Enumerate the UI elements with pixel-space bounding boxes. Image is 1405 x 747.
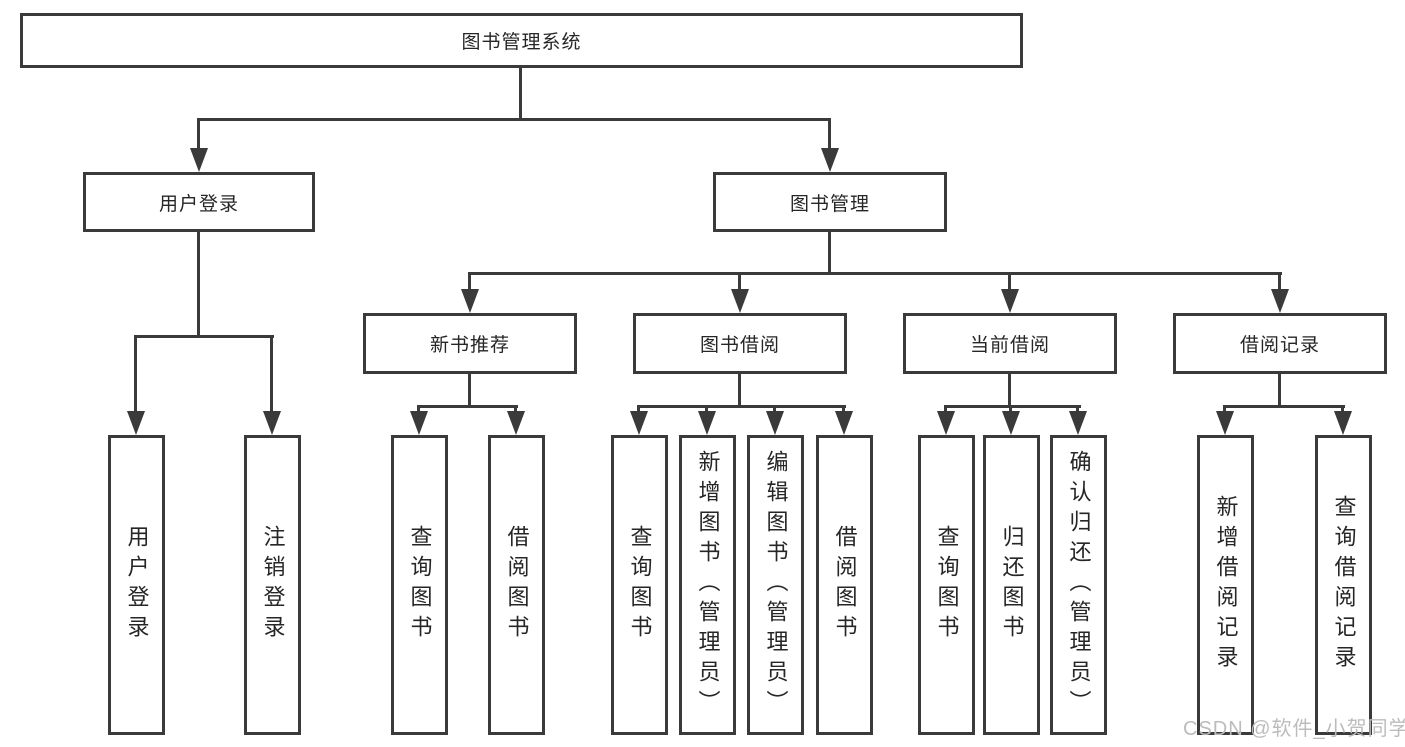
connector-line <box>842 405 845 414</box>
node-label: 归还图书 <box>999 525 1025 645</box>
node-label: 用户登录 <box>124 525 150 645</box>
connector-line <box>738 272 741 292</box>
connector-line <box>134 335 137 413</box>
arrow-down-icon <box>766 411 784 435</box>
connector-line <box>1009 405 1012 414</box>
connector-line <box>705 405 708 414</box>
node-label: 查询借阅记录 <box>1331 495 1357 675</box>
connector-line <box>828 118 831 151</box>
node-leaf-user-login: 用户登录 <box>108 435 165 735</box>
arrow-down-icon <box>835 411 853 435</box>
node-label: 新书推荐 <box>429 335 510 356</box>
arrow-down-icon <box>1069 411 1087 435</box>
connector-line <box>514 405 517 414</box>
arrow-down-icon <box>263 411 281 435</box>
connector-line <box>1341 405 1344 414</box>
node-leaf-query-books-recommend: 查询图书 <box>391 435 448 735</box>
node-label: 查询图书 <box>407 525 433 645</box>
node-current-borrowing: 当前借阅 <box>903 313 1117 374</box>
node-leaf-confirm-return-admin: 确认归还（管理员） <box>1050 435 1107 735</box>
node-label: 图书借阅 <box>699 335 780 356</box>
connector-line <box>134 335 274 338</box>
watermark-text: CSDN @软件_小贺同学 <box>1183 718 1405 740</box>
connector-line <box>828 230 831 275</box>
node-label: 借阅图书 <box>832 525 858 645</box>
node-leaf-borrow-books-recommend: 借阅图书 <box>488 435 545 735</box>
connector-line <box>270 335 273 413</box>
node-leaf-logout: 注销登录 <box>244 435 301 735</box>
arrow-down-icon <box>698 411 716 435</box>
connector-line <box>197 118 831 121</box>
arrow-down-icon <box>1002 411 1020 435</box>
connector-line <box>1223 405 1226 414</box>
connector-line <box>468 272 471 292</box>
node-borrowing-records: 借阅记录 <box>1173 313 1387 374</box>
connector-line <box>637 405 846 408</box>
node-leaf-add-book-admin: 新增图书（管理员） <box>679 435 736 735</box>
node-label: 注销登录 <box>260 525 286 645</box>
node-label: 新增借阅记录 <box>1213 495 1239 675</box>
node-label: 用户登录 <box>158 193 239 215</box>
arrow-down-icon <box>127 411 145 435</box>
arrow-down-icon <box>507 411 525 435</box>
arrow-down-icon <box>821 148 839 172</box>
node-label: 查询图书 <box>934 525 960 645</box>
node-user-login: 用户登录 <box>83 172 315 232</box>
connector-line <box>1008 372 1011 408</box>
connector-line <box>944 405 947 414</box>
connector-line <box>738 372 741 408</box>
connector-line <box>773 405 776 414</box>
node-leaf-add-borrow-record: 新增借阅记录 <box>1197 435 1254 735</box>
connector-line <box>468 372 471 408</box>
arrow-down-icon <box>190 148 208 172</box>
node-book-borrowing: 图书借阅 <box>633 313 847 374</box>
arrow-down-icon <box>1271 289 1289 313</box>
node-leaf-edit-book-admin: 编辑图书（管理员） <box>747 435 804 735</box>
node-label: 图书管理系统 <box>461 32 582 53</box>
connector-line <box>197 118 200 151</box>
node-new-book-recommend: 新书推荐 <box>363 313 577 374</box>
node-label: 借阅图书 <box>504 525 530 645</box>
node-book-management: 图书管理 <box>713 172 947 232</box>
arrow-down-icon <box>1216 411 1234 435</box>
connector-line <box>519 66 522 120</box>
arrow-down-icon <box>937 411 955 435</box>
node-leaf-return-books: 归还图书 <box>983 435 1040 735</box>
connector-line <box>637 405 640 414</box>
node-leaf-query-books-current: 查询图书 <box>918 435 975 735</box>
connector-line <box>944 405 1081 408</box>
arrow-down-icon <box>461 289 479 313</box>
node-leaf-query-books-borrowing: 查询图书 <box>611 435 668 735</box>
node-label: 查询图书 <box>627 525 653 645</box>
node-label: 当前借阅 <box>969 335 1050 356</box>
connector-line <box>417 405 518 408</box>
node-label: 新增图书（管理员） <box>695 450 721 720</box>
connector-line <box>1223 405 1345 408</box>
arrow-down-icon <box>1001 289 1019 313</box>
arrow-down-icon <box>630 411 648 435</box>
node-label: 图书管理 <box>789 193 870 215</box>
connector-line <box>1278 372 1281 408</box>
connector-line <box>417 405 420 414</box>
node-leaf-query-borrow-record: 查询借阅记录 <box>1315 435 1372 735</box>
node-leaf-borrow-books-borrowing: 借阅图书 <box>816 435 873 735</box>
connector-line <box>197 230 200 338</box>
node-label: 借阅记录 <box>1239 335 1320 356</box>
connector-line <box>468 272 1282 275</box>
node-library-system: 图书管理系统 <box>20 13 1023 68</box>
node-label: 编辑图书（管理员） <box>763 450 789 720</box>
node-label: 确认归还（管理员） <box>1066 450 1092 720</box>
connector-line <box>1076 405 1079 414</box>
arrow-down-icon <box>410 411 428 435</box>
arrow-down-icon <box>731 289 749 313</box>
arrow-down-icon <box>1334 411 1352 435</box>
connector-line <box>1008 272 1011 292</box>
connector-line <box>1278 272 1281 292</box>
